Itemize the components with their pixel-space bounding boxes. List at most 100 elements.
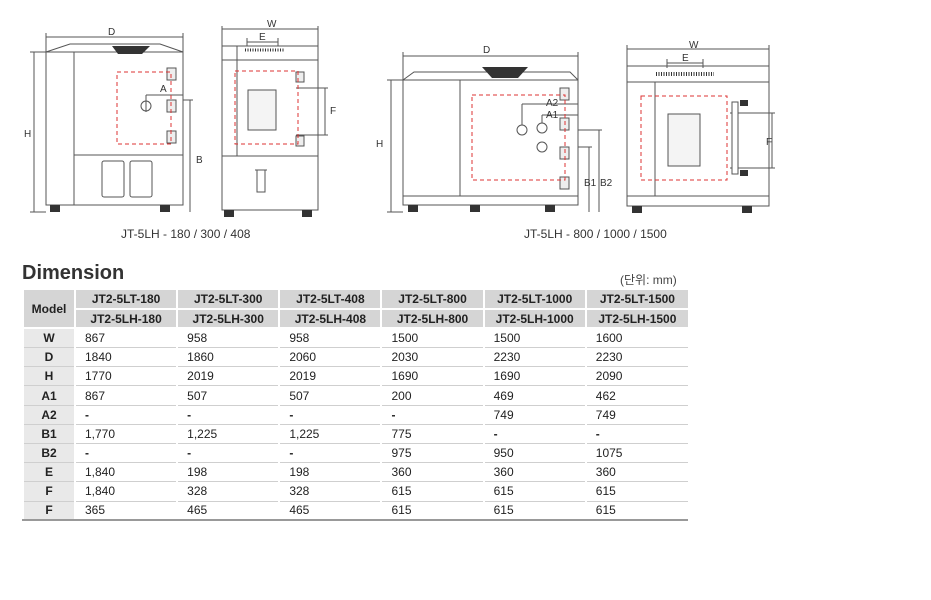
row-label: A1 (22, 385, 75, 406)
table-row: H 1770 2019 2019 1690 1690 2090 (22, 366, 688, 387)
table-cell: 615 (584, 501, 688, 522)
dimension-drawings: D W E H A B F D H A2 A1 B1 B2 W E F (24, 19, 775, 217)
table-cell: 2019 (176, 366, 280, 387)
table-cell: 507 (176, 385, 280, 406)
table-cell: 200 (380, 385, 484, 406)
table-cell: 2030 (380, 347, 484, 368)
table-cell: - (584, 424, 688, 445)
model-lh: JT2-5LH-1000 (482, 309, 586, 330)
table-cell: 615 (380, 501, 484, 522)
model-lt: JT2-5LT-1000 (482, 290, 586, 311)
table-cell: 1840 (73, 347, 178, 368)
model-lt: JT2-5LT-1500 (584, 290, 688, 311)
table-cell: 1,770 (73, 424, 178, 445)
model-lh: JT2-5LH-408 (278, 309, 382, 330)
label-d-right: D (483, 45, 490, 56)
table-cell: 2060 (278, 347, 382, 368)
table-cell: 950 (482, 443, 586, 464)
model-lt: JT2-5LT-300 (176, 290, 280, 311)
label-a2-right: A2 (546, 98, 559, 109)
label-f-left: F (330, 106, 336, 117)
table-row: D 1840 1860 2060 2030 2230 2230 (22, 347, 688, 368)
label-e-right: E (682, 53, 689, 64)
table-cell: - (176, 443, 280, 464)
table-row: E 1,840 198 198 360 360 360 (22, 462, 688, 483)
table-cell: 1,225 (176, 424, 280, 445)
table-cell: 1690 (380, 366, 484, 387)
table-cell: 1500 (482, 328, 586, 349)
table-cell: - (380, 405, 484, 425)
label-w-left: W (267, 19, 277, 30)
table-cell: 507 (278, 385, 382, 406)
label-w-right: W (689, 40, 699, 51)
table-row: F 365 465 465 615 615 615 (22, 501, 688, 522)
model-lh: JT2-5LH-800 (380, 309, 484, 330)
table-cell: 360 (482, 462, 586, 483)
table-cell: 328 (176, 481, 280, 502)
model-lt: JT2-5LT-800 (380, 290, 484, 311)
row-label: W (22, 328, 75, 349)
table-cell: 1,225 (278, 424, 382, 445)
label-b2-right: B2 (600, 178, 613, 189)
model-lh: JT2-5LH-300 (176, 309, 280, 330)
table-cell: 360 (584, 462, 688, 483)
row-label: B1 (22, 424, 75, 445)
table-cell: 867 (73, 385, 178, 406)
small-unit-side-view (30, 33, 193, 213)
large-unit-front-view (626, 45, 775, 213)
row-label: B2 (22, 443, 75, 464)
table-cell: 2230 (482, 347, 586, 368)
table-cell: 615 (584, 481, 688, 502)
label-e-left: E (259, 32, 266, 43)
table-cell: 749 (584, 405, 688, 425)
table-cell: - (482, 424, 586, 445)
table-cell: 615 (482, 501, 586, 522)
table-cell: 2090 (584, 366, 688, 387)
table-cell: 2019 (278, 366, 382, 387)
section-title: Dimension (22, 262, 125, 284)
row-label: A2 (22, 405, 75, 425)
table-cell: - (278, 443, 382, 464)
dimension-table: Model JT2-5LT-180 JT2-5LT-300 JT2-5LT-40… (22, 290, 688, 522)
table-cell: - (73, 443, 178, 464)
model-label: Model (22, 290, 75, 330)
label-h-right: H (376, 139, 383, 150)
table-cell: 867 (73, 328, 178, 349)
table-cell: 465 (278, 501, 382, 522)
table-row: A2 - - - - 749 749 (22, 405, 688, 425)
table-cell: 749 (482, 405, 586, 425)
table-cell: 1690 (482, 366, 586, 387)
model-lh: JT2-5LH-1500 (584, 309, 688, 330)
table-cell: 958 (278, 328, 382, 349)
label-d-left: D (108, 27, 115, 38)
table-cell: 2230 (584, 347, 688, 368)
table-cell: 469 (482, 385, 586, 406)
table-cell: - (176, 405, 280, 425)
table-cell: 958 (176, 328, 280, 349)
table-cell: 775 (380, 424, 484, 445)
unit-label: (단위: mm) (620, 273, 677, 287)
model-lt: JT2-5LT-408 (278, 290, 382, 311)
table-cell: 462 (584, 385, 688, 406)
row-label: H (22, 366, 75, 387)
row-label: F (22, 501, 75, 522)
table-cell: 975 (380, 443, 484, 464)
table-row: B2 - - - 975 950 1075 (22, 443, 688, 464)
table-cell: 198 (176, 462, 280, 483)
header-row-lt: Model JT2-5LT-180 JT2-5LT-300 JT2-5LT-40… (22, 290, 688, 330)
table-cell: 328 (278, 481, 382, 502)
label-a-left: A (160, 84, 167, 95)
table-cell: 198 (278, 462, 382, 483)
table-cell: - (278, 405, 382, 425)
table-cell: 1860 (176, 347, 280, 368)
table-cell: 1770 (73, 366, 178, 387)
table-row: A1 867 507 507 200 469 462 (22, 385, 688, 406)
large-unit-side-view (387, 52, 602, 213)
table-cell: 615 (380, 481, 484, 502)
caption-small-units: JT-5LH - 180 / 300 / 408 (121, 227, 251, 241)
table-cell: 360 (380, 462, 484, 483)
label-b1-right: B1 (584, 178, 597, 189)
row-label: E (22, 462, 75, 483)
label-h-left: H (24, 129, 31, 140)
row-label: F (22, 481, 75, 502)
